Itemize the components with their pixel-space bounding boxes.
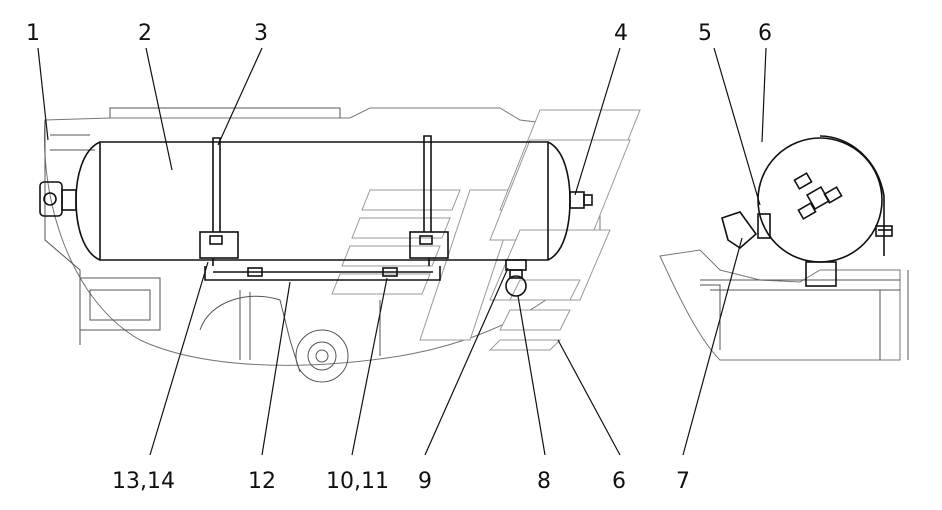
- callout-10-11: 10,11: [326, 469, 389, 494]
- strap-left: [199, 137, 239, 266]
- side-view-frame: [659, 249, 909, 361]
- callout-12: 12: [248, 469, 276, 494]
- callout-2: 2: [138, 21, 152, 46]
- callout-7: 7: [676, 469, 690, 494]
- leader-lines: [37, 47, 767, 456]
- callout-1: 1: [26, 21, 40, 46]
- callout-5: 5: [698, 21, 712, 46]
- callouts-bottom: 13,14 12 10,11 9 8 6 7: [112, 469, 690, 494]
- tank-end-view: [721, 135, 893, 287]
- hub: [295, 329, 349, 383]
- strap-right: [409, 135, 449, 266]
- callout-6-top: 6: [758, 21, 772, 46]
- callout-4: 4: [614, 21, 628, 46]
- callout-8: 8: [537, 469, 551, 494]
- callout-9: 9: [418, 469, 432, 494]
- air-tank: [75, 141, 571, 261]
- right-fitting: [569, 191, 593, 209]
- callouts-top: 1 2 3 4 5 6: [26, 21, 772, 46]
- callout-13-14: 13,14: [112, 469, 175, 494]
- watermark-logo: [331, 109, 641, 351]
- left-fitting: [39, 181, 77, 217]
- drain-valve: [505, 259, 527, 297]
- callout-3: 3: [254, 21, 268, 46]
- callout-6-bottom: 6: [612, 469, 626, 494]
